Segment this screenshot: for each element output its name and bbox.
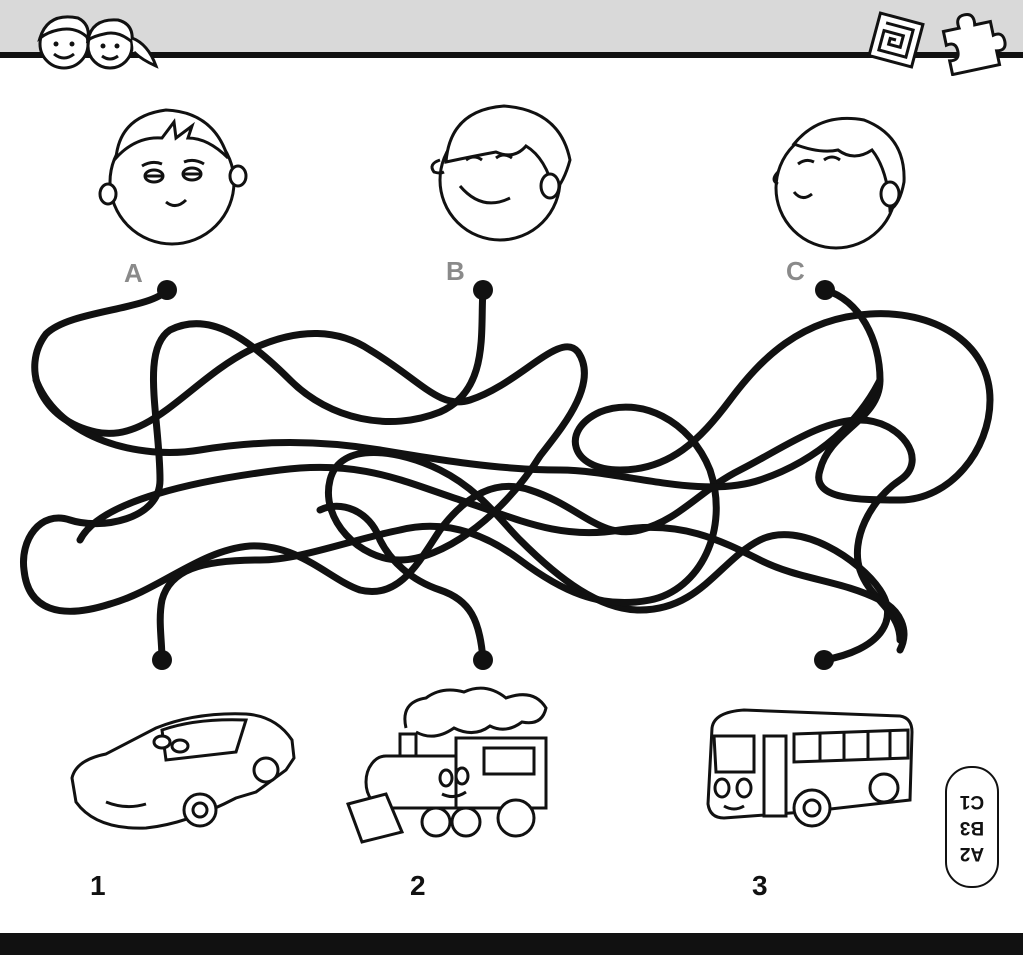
- end-label-3: 3: [752, 870, 768, 901]
- footer-bar: [0, 933, 1023, 955]
- maze-path-extra-2: [76, 463, 908, 654]
- boy-face-b: [430, 104, 572, 242]
- header-bar: [0, 0, 1023, 58]
- puzzle-piece-icon: [941, 13, 1007, 76]
- bus-icon: [706, 708, 914, 828]
- maze-icon: [867, 11, 925, 69]
- maze-path-extra-1: [32, 376, 884, 491]
- maze-path-extra-3: [316, 502, 487, 664]
- answer-1: A2: [959, 843, 985, 864]
- maze-path-a: [31, 286, 892, 664]
- start-label-b: B: [446, 256, 465, 286]
- kids-logo-icon: [37, 15, 159, 70]
- start-label-a: A: [124, 258, 143, 288]
- answer-2: B3: [959, 817, 985, 838]
- boy-face-a: [98, 108, 248, 246]
- car-icon: [70, 712, 296, 830]
- end-label-1: 1: [90, 870, 106, 901]
- train-icon: [346, 686, 548, 844]
- boy-face-c: [772, 116, 906, 250]
- answer-3: C1: [959, 791, 985, 812]
- answer-key: A2 B3 C1: [945, 766, 999, 888]
- start-label-c: C: [786, 256, 805, 286]
- end-label-2: 2: [410, 870, 426, 901]
